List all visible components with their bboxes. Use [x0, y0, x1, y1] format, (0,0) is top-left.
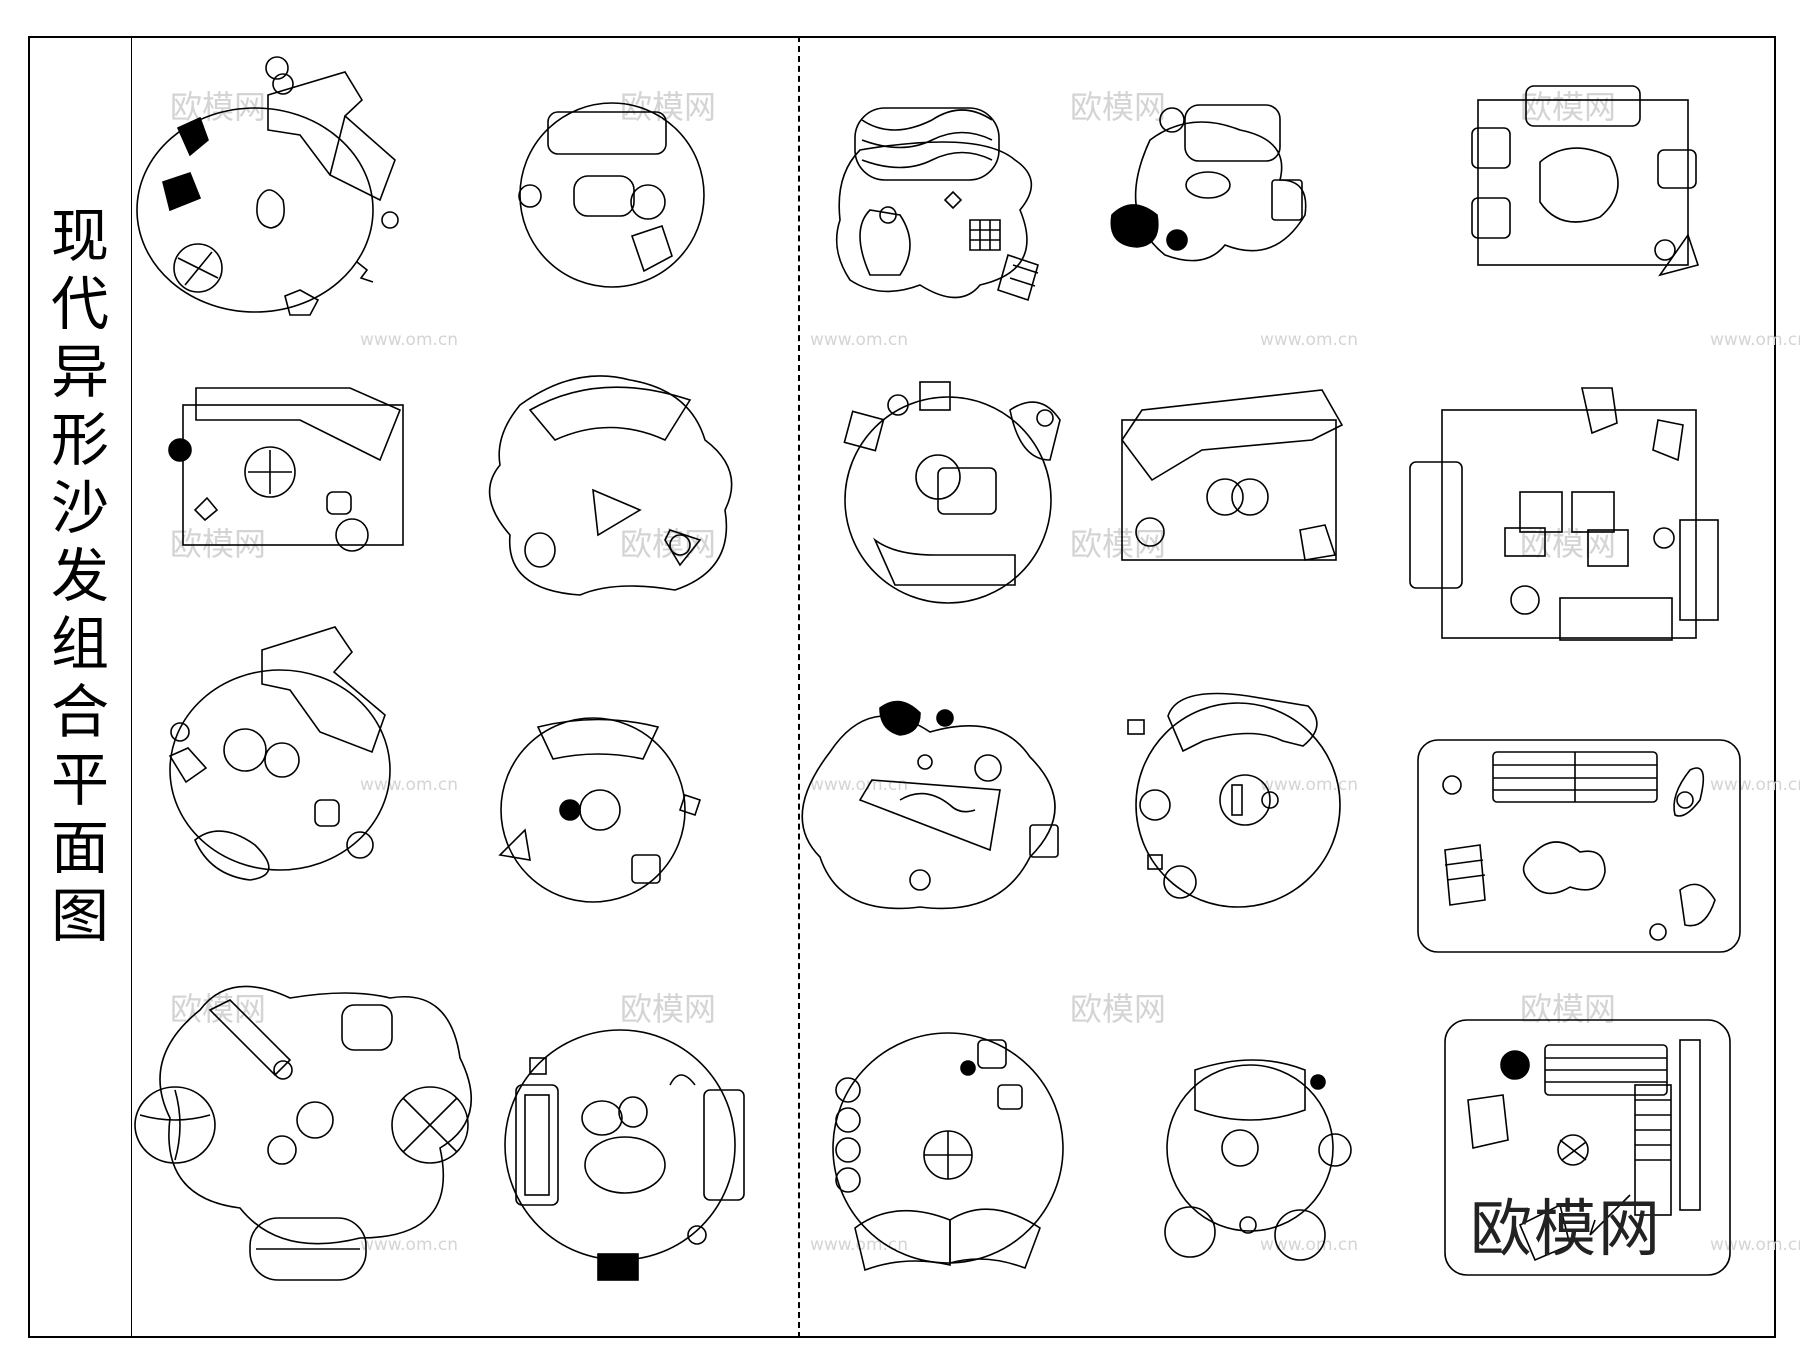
sheet-border — [28, 36, 1776, 1338]
title-glyph: 异 — [50, 338, 109, 406]
title-glyph: 发 — [50, 542, 109, 610]
watermark-text: 欧模网 — [1520, 88, 1616, 126]
watermark-url: www.om.cn — [360, 330, 458, 350]
plan-1-6 — [498, 717, 702, 903]
watermark-url: www.om.cn — [1260, 775, 1358, 795]
watermark-text: 欧模网 — [620, 990, 716, 1028]
plan-2-7 — [801, 700, 1059, 910]
watermark-url: www.om.cn — [1710, 1235, 1800, 1255]
plan-1-7 — [134, 985, 473, 1281]
watermark-logo: 欧模网 — [1470, 1192, 1663, 1265]
title-glyph: 形 — [50, 406, 109, 474]
title-column: 现代异形沙发组合平面图 — [28, 36, 132, 1338]
dashed-divider — [798, 36, 800, 1338]
title-glyph: 图 — [50, 882, 109, 950]
title-glyph: 代 — [50, 270, 109, 338]
title-glyph: 组 — [50, 610, 109, 678]
plan-2-5 — [1121, 389, 1344, 561]
title-glyph: 沙 — [50, 474, 109, 542]
plan-2-9 — [1417, 739, 1741, 953]
watermark-text: 欧模网 — [620, 88, 716, 126]
watermark-url: www.om.cn — [1260, 330, 1358, 350]
watermark-url: www.om.cn — [1260, 1235, 1358, 1255]
watermark-url: www.om.cn — [360, 1235, 458, 1255]
sheet-title: 现代异形沙发组合平面图 — [28, 202, 132, 950]
plan-2-1 — [835, 107, 1039, 302]
plan-2-6 — [1409, 387, 1719, 641]
watermark-text: 欧模网 — [1070, 88, 1166, 126]
plan-1-4 — [488, 375, 733, 596]
plan-2-8 — [1127, 692, 1341, 908]
watermark-url: www.om.cn — [360, 775, 458, 795]
plan-1-1 — [136, 56, 399, 316]
watermark-text: 欧模网 — [170, 525, 266, 563]
plan-2-4 — [843, 381, 1061, 604]
watermark-text: 欧模网 — [1520, 990, 1616, 1028]
watermark-text: 欧模网 — [1070, 990, 1166, 1028]
watermark-url: www.om.cn — [810, 775, 908, 795]
watermark-url: www.om.cn — [1710, 775, 1800, 795]
watermark-text: 欧模网 — [170, 88, 266, 126]
watermark-url: www.om.cn — [1710, 330, 1800, 350]
plan-2-2 — [1110, 104, 1307, 262]
plan-2-11 — [1164, 1059, 1352, 1261]
title-glyph: 面 — [50, 814, 109, 882]
watermark-text: 欧模网 — [1070, 525, 1166, 563]
plan-1-2 — [518, 102, 705, 288]
plan-2-3 — [1471, 85, 1700, 277]
plan-2-10 — [832, 1032, 1064, 1272]
plan-2-12 — [1444, 1019, 1731, 1276]
title-glyph: 平 — [50, 746, 109, 814]
title-glyph: 现 — [50, 202, 109, 270]
plan-1-3 — [168, 387, 404, 552]
title-glyph: 合 — [50, 678, 109, 746]
watermark-url: www.om.cn — [810, 330, 908, 350]
plan-1-5 — [168, 626, 391, 881]
plan-1-8 — [504, 1029, 745, 1281]
